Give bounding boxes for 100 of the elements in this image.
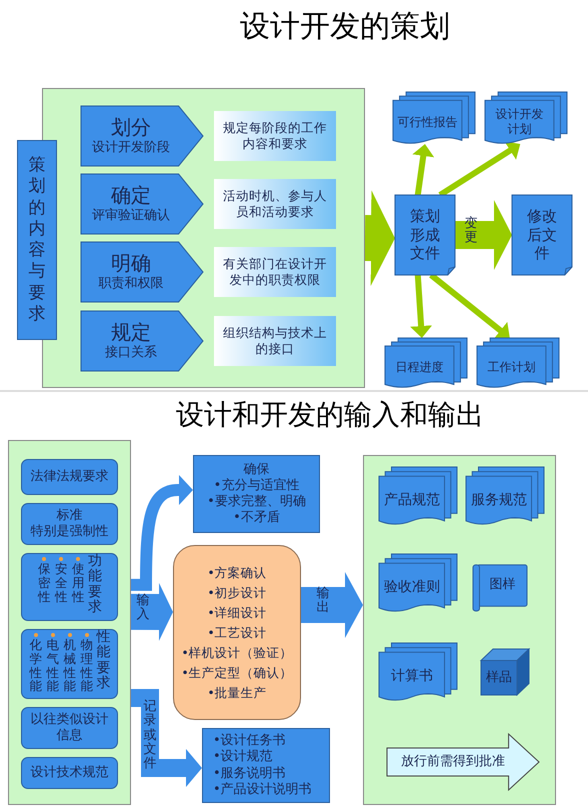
arrow: [131, 475, 193, 591]
node-text: 保密性: [38, 562, 50, 604]
node-text: 以往类似设计信息: [30, 712, 110, 744]
node-text: 法律法规要求: [30, 468, 108, 486]
node-text: 电气性能: [46, 638, 59, 693]
process-box: [173, 545, 301, 720]
node-text: 图样: [490, 576, 516, 594]
node-text: •产品设计说明书: [213, 782, 312, 798]
node-text: 化学性能: [29, 638, 42, 693]
node-text: 样品: [486, 670, 512, 686]
chevron-box: [81, 174, 203, 234]
document-shape: [512, 195, 572, 275]
node-text: •样机设计（验证）: [181, 644, 293, 662]
node-text: 使用性: [72, 562, 84, 604]
node-text: 组织结构与技术上的接口: [222, 325, 328, 357]
node-text: 修改后文件: [526, 206, 558, 264]
node-text: 工作计划: [487, 360, 536, 374]
node-text: 服务规范: [470, 492, 527, 510]
document-stack: [379, 554, 457, 612]
node-text: 放行前需得到批准: [400, 754, 505, 770]
node-text: •设计规范: [213, 749, 273, 766]
node-text: 物理性能: [80, 638, 93, 693]
node-text: 策划形成文件: [409, 206, 441, 264]
node-text: •充分与适宜性: [214, 478, 300, 494]
node-text: •要求完整、明确: [207, 494, 306, 510]
node-text: 性能要求: [96, 630, 110, 692]
node-text: •初步设计: [207, 584, 267, 602]
node-text: •服务说明书: [213, 766, 286, 782]
title: 设计开发的策划: [239, 8, 451, 46]
document-stack: [477, 338, 559, 388]
requirement-box: [21, 757, 118, 789]
node-text: 机械性能: [63, 638, 76, 693]
document-stack: [485, 92, 567, 144]
node-text: 设计开发阶段: [92, 140, 170, 157]
arrow: [364, 190, 396, 286]
arrow: [412, 144, 434, 196]
group-panel: [8, 440, 131, 805]
node-text: 活动时机、参与人员和活动要求: [222, 188, 328, 220]
requirement-box: [21, 459, 118, 495]
arrow: [131, 689, 202, 787]
edge-label: 输入: [136, 594, 150, 623]
list-box: [193, 455, 320, 533]
group-panel: [363, 455, 556, 805]
document-stack: [385, 338, 467, 388]
node-text: •设计任务书: [213, 733, 286, 749]
scroll-shape: [473, 563, 527, 611]
node-text: 规定每阶段的工作内容和要求: [222, 120, 328, 152]
requirement-box: [21, 629, 118, 699]
node-text: 接口关系: [105, 345, 158, 362]
edge-label: 记录或文件: [143, 700, 157, 772]
node-text: 安全性: [54, 562, 68, 604]
node-text: 产品规范: [384, 492, 440, 510]
arrow: [455, 200, 512, 270]
node-heading: 明确: [111, 251, 152, 276]
requirement-box: [21, 503, 118, 545]
arrow: [130, 583, 174, 641]
node-text: 有关部门在设计开发中的职责权限: [222, 256, 328, 288]
chevron-box: [81, 311, 203, 371]
edge-label: 输出: [316, 587, 330, 616]
node-text: 评审验证确认: [92, 208, 170, 225]
list-box: [202, 728, 330, 803]
node-text: 特别是强制性: [30, 524, 108, 540]
node-text: 日程进度: [395, 360, 444, 374]
description-box: [214, 316, 336, 366]
block-arrow: [387, 734, 539, 790]
requirement-box: [21, 553, 118, 621]
node-text: 可行性报告: [397, 114, 458, 130]
node-heading: 划分: [111, 115, 152, 140]
node-text: 职责和权限: [98, 276, 164, 293]
node-text: •生产定型（确认）: [181, 664, 293, 682]
node-text: 验收准则: [384, 578, 440, 596]
document-stack: [466, 467, 544, 525]
node-text: 功能要求: [88, 554, 102, 616]
section-heading: 设计和开发的输入和输出: [175, 397, 485, 433]
arrow: [410, 274, 432, 338]
node-heading: 确保: [244, 462, 270, 478]
node-text: •批量生产: [207, 684, 267, 702]
node-text: 策划的内容与要求: [28, 155, 46, 325]
node-heading: 规定: [111, 320, 152, 345]
chevron-box: [81, 106, 203, 166]
node-text: 设计技术规范: [30, 764, 108, 782]
description-box: [214, 179, 336, 229]
requirement-box: [21, 707, 118, 749]
document-shape: [395, 195, 455, 275]
chevron-box: [81, 242, 203, 302]
document-stack: [379, 643, 457, 701]
node-heading: 确定: [111, 183, 152, 208]
document-stack: [379, 467, 457, 525]
node-text: 计算书: [390, 668, 433, 686]
vertical-label-box: [17, 140, 57, 340]
node-text: •不矛盾: [233, 510, 280, 526]
cube-shape: [481, 649, 529, 695]
description-box: [214, 247, 336, 297]
node-text: 标准: [56, 508, 82, 524]
node-text: •工艺设计: [207, 624, 267, 642]
node-text: 设计开发计划: [494, 107, 544, 138]
node-text: •方案确认: [207, 564, 267, 582]
arrow: [301, 572, 363, 638]
document-stack: [393, 92, 475, 144]
description-box: [214, 111, 336, 161]
